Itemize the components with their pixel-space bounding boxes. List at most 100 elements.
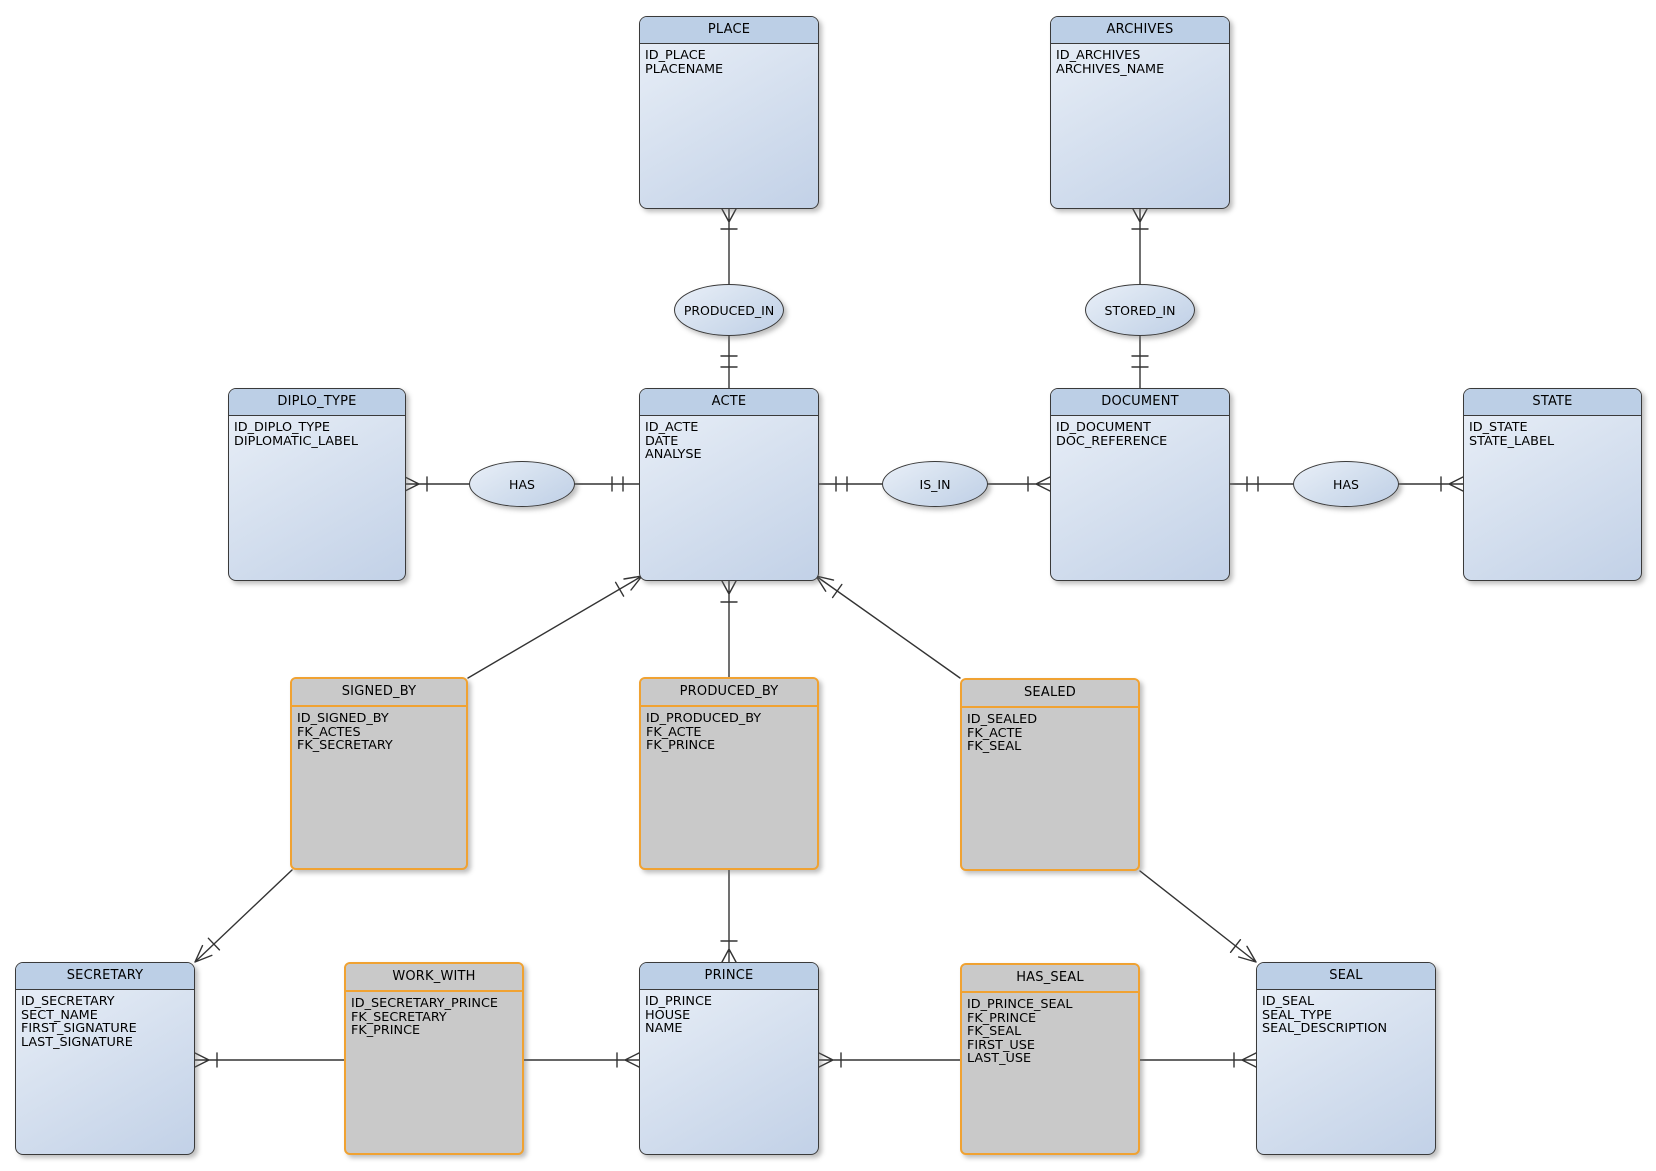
attribute: FK_SECRETARY <box>297 738 393 754</box>
relationship-stored-in[interactable]: STORED_IN <box>1085 284 1195 336</box>
association-title: SEALED <box>962 680 1138 708</box>
attribute: LAST_SIGNATURE <box>21 1034 133 1050</box>
attribute: FK_ACTES <box>297 724 361 740</box>
entity-secretary[interactable]: SECRETARY ID_SECRETARY SECT_NAME FIRST_S… <box>15 962 195 1155</box>
relationship-label: PRODUCED_IN <box>683 302 775 318</box>
attribute: ID_SEAL <box>1262 994 1315 1009</box>
connector-document-has-state <box>1229 476 1464 492</box>
connector-place-produced-in-acte <box>720 208 738 389</box>
attribute: LAST_USE <box>967 1051 1032 1067</box>
attribute: DIPLOMATIC_LABEL <box>234 433 358 449</box>
attribute: STATE_LABEL <box>1469 433 1555 449</box>
relationship-produced-in[interactable]: PRODUCED_IN <box>674 284 784 336</box>
relationship-label: STORED_IN <box>1104 302 1176 318</box>
attribute: ID_DOCUMENT <box>1056 420 1151 435</box>
entity-attributes: ID_DIPLO_TYPE DIPLOMATIC_LABEL <box>229 416 405 448</box>
connector-acte-signed-by <box>467 575 643 679</box>
connector-produced-by-prince <box>720 869 738 963</box>
attribute: SEAL_TYPE <box>1262 1007 1332 1023</box>
attribute: FK_PRINCE <box>351 1023 421 1039</box>
association-title: SIGNED_BY <box>292 679 466 707</box>
entity-title: PRINCE <box>640 963 818 990</box>
entity-diplo-type[interactable]: DIPLO_TYPE ID_DIPLO_TYPE DIPLOMATIC_LABE… <box>228 388 406 581</box>
entity-title: ACTE <box>640 389 818 416</box>
entity-seal[interactable]: SEAL ID_SEAL SEAL_TYPE SEAL_DESCRIPTION <box>1256 962 1436 1155</box>
attribute: ID_PLACE <box>645 48 706 63</box>
entity-attributes: ID_PRINCE HOUSE NAME <box>640 990 818 1036</box>
entity-title: SEAL <box>1257 963 1435 990</box>
attribute: ID_STATE <box>1469 420 1528 435</box>
entity-state[interactable]: STATE ID_STATE STATE_LABEL <box>1463 388 1642 581</box>
connector-signed-by-secretary <box>194 869 293 963</box>
attribute: FK_ACTE <box>646 724 702 740</box>
attribute: ID_ACTE <box>645 420 699 435</box>
entity-title: ARCHIVES <box>1051 17 1229 44</box>
attribute: ID_SIGNED_BY <box>297 711 389 726</box>
attribute: PLACENAME <box>645 61 724 77</box>
association-sealed[interactable]: SEALED ID_SEALED FK_ACTE FK_SEAL <box>960 678 1140 871</box>
attribute: FK_SECRETARY <box>351 1009 447 1025</box>
entity-attributes: ID_ACTE DATE ANALYSE <box>640 416 818 462</box>
entity-prince[interactable]: PRINCE ID_PRINCE HOUSE NAME <box>639 962 819 1155</box>
connector-diplo-type-has-acte <box>404 476 640 492</box>
association-produced-by[interactable]: PRODUCED_BY ID_PRODUCED_BY FK_ACTE FK_PR… <box>639 677 819 870</box>
attribute: FIRST_USE <box>967 1037 1035 1053</box>
association-attributes: ID_SEALED FK_ACTE FK_SEAL <box>962 708 1138 754</box>
connector-sealed-seal <box>1139 870 1257 963</box>
attribute: ID_PRINCE_SEAL <box>967 997 1073 1012</box>
attribute: ID_PRODUCED_BY <box>646 711 762 726</box>
association-has-seal[interactable]: HAS_SEAL ID_PRINCE_SEAL FK_PRINCE FK_SEA… <box>960 963 1140 1155</box>
association-work-with[interactable]: WORK_WITH ID_SECRETARY_PRINCE FK_SECRETA… <box>344 962 524 1155</box>
association-title: WORK_WITH <box>346 964 522 992</box>
connector-acte-is-in-document <box>818 476 1051 492</box>
attribute: FK_SEAL <box>967 739 1022 755</box>
entity-attributes: ID_ARCHIVES ARCHIVES_NAME <box>1051 44 1229 76</box>
attribute: FK_PRINCE <box>967 1010 1037 1026</box>
entity-document[interactable]: DOCUMENT ID_DOCUMENT DOC_REFERENCE <box>1050 388 1230 581</box>
entity-acte[interactable]: ACTE ID_ACTE DATE ANALYSE <box>639 388 819 581</box>
entity-title: SECRETARY <box>16 963 194 990</box>
entity-archives[interactable]: ARCHIVES ID_ARCHIVES ARCHIVES_NAME <box>1050 16 1230 209</box>
association-attributes: ID_SECRETARY_PRINCE FK_SECRETARY FK_PRIN… <box>346 992 522 1038</box>
connector-work-with-prince <box>523 1052 640 1068</box>
attribute: FK_ACTE <box>967 725 1023 741</box>
attribute: ANALYSE <box>645 447 702 463</box>
relationship-is-in[interactable]: IS_IN <box>882 461 988 507</box>
attribute: ID_SEALED <box>967 712 1038 727</box>
connector-acte-produced-by <box>720 580 738 678</box>
connector-prince-has-seal <box>818 1052 961 1068</box>
association-signed-by[interactable]: SIGNED_BY ID_SIGNED_BY FK_ACTES FK_SECRE… <box>290 677 468 870</box>
attribute: DOC_REFERENCE <box>1056 433 1168 449</box>
relationship-label: HAS <box>1333 476 1359 492</box>
attribute: ID_ARCHIVES <box>1056 48 1141 63</box>
entity-place[interactable]: PLACE ID_PLACE PLACENAME <box>639 16 819 209</box>
entity-title: STATE <box>1464 389 1641 416</box>
attribute: DATE <box>645 433 679 449</box>
attribute: NAME <box>645 1021 683 1037</box>
attribute: ID_PRINCE <box>645 994 713 1009</box>
entity-attributes: ID_SEAL SEAL_TYPE SEAL_DESCRIPTION <box>1257 990 1435 1036</box>
relationship-label: IS_IN <box>919 476 951 492</box>
relationship-has-diplo-type[interactable]: HAS <box>469 461 575 507</box>
attribute: FK_SEAL <box>967 1024 1022 1040</box>
connector-archives-stored-in-document <box>1131 208 1149 389</box>
relationship-label: HAS <box>509 476 535 492</box>
entity-attributes: ID_DOCUMENT DOC_REFERENCE <box>1051 416 1229 448</box>
association-attributes: ID_SIGNED_BY FK_ACTES FK_SECRETARY <box>292 707 466 753</box>
association-title: HAS_SEAL <box>962 965 1138 993</box>
attribute: ID_SECRETARY <box>21 994 115 1009</box>
association-attributes: ID_PRINCE_SEAL FK_PRINCE FK_SEAL FIRST_U… <box>962 993 1138 1066</box>
association-attributes: ID_PRODUCED_BY FK_ACTE FK_PRINCE <box>641 707 817 753</box>
attribute: FIRST_SIGNATURE <box>21 1021 137 1037</box>
attribute: ID_SECRETARY_PRINCE <box>351 996 498 1011</box>
attribute: ID_DIPLO_TYPE <box>234 420 330 435</box>
association-title: PRODUCED_BY <box>641 679 817 707</box>
entity-attributes: ID_STATE STATE_LABEL <box>1464 416 1641 448</box>
attribute: HOUSE <box>645 1007 691 1023</box>
relationship-has-state[interactable]: HAS <box>1293 461 1399 507</box>
attribute: ARCHIVES_NAME <box>1056 61 1165 77</box>
connector-has-seal-seal <box>1139 1052 1257 1068</box>
attribute: FK_PRINCE <box>646 738 716 754</box>
